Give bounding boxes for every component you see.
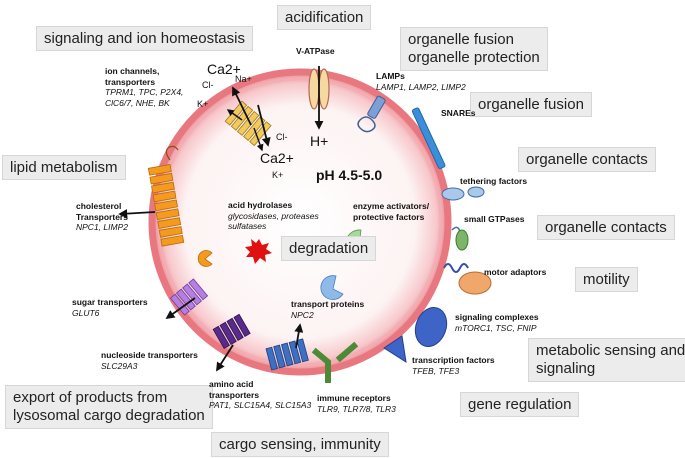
label-snares: SNAREs	[441, 108, 476, 118]
category-organelle-fusion: organelle fusion	[470, 92, 592, 117]
label-nucleoside-title: nucleoside transporters	[101, 350, 198, 360]
category-cargo-sensing-immunity: cargo sensing, immunity	[211, 432, 389, 457]
label-nucleoside-transporters: nucleoside transporters SLC29A3	[101, 350, 198, 371]
label-amino-acid-title-2: transporters	[209, 389, 260, 400]
ion-channel-icon	[224, 86, 272, 152]
lamp-icon	[357, 95, 386, 133]
label-acid-hydrolases-examples-1: glycosidases, proteases	[228, 210, 319, 221]
motor-adaptor-icon	[443, 263, 492, 295]
label-sugar-examples: GLUT6	[72, 307, 100, 318]
label-ion-channels-title-1: ion channels,	[105, 66, 160, 76]
cholesterol-transporter-icon	[118, 145, 213, 267]
ion-cl-right: Cl-	[276, 132, 288, 142]
label-lamps: LAMPs LAMP1, LAMP2, LIMP2	[376, 71, 466, 92]
category-gene-regulation: gene regulation	[460, 392, 580, 417]
tethering-factor-icon	[441, 186, 485, 201]
category-organelle-contacts-2: organelle contacts	[537, 215, 675, 240]
category-motility: motility	[575, 267, 638, 292]
sugar-transporter-icon	[165, 278, 209, 320]
transcription-factor-icon	[383, 335, 407, 364]
label-transcription-factors-title: transcription factors	[412, 355, 495, 365]
label-transport-proteins-title: transport proteins	[291, 299, 365, 309]
v-atpase-icon	[308, 66, 330, 130]
category-export-line2: lysosomal cargo degradation	[13, 407, 205, 424]
category-degradation: degradation	[281, 236, 377, 261]
category-fusion-line2: organelle protection	[408, 49, 540, 66]
label-amino-acid-transporters: amino acid transporters PAT1, SLC15A4, S…	[209, 379, 311, 411]
label-immune-receptors: immune receptors TLR9, TLR7/8, TLR3	[317, 393, 396, 414]
ion-na-top: Na+	[235, 74, 252, 84]
label-small-gtpases: small GTPases	[464, 214, 525, 224]
category-export-products: export of products from lysosomal cargo …	[5, 385, 213, 429]
category-lipid-metabolism: lipid metabolism	[2, 155, 126, 180]
label-cholesterol-examples: NPC1, LIMP2	[76, 222, 128, 232]
immune-receptor-icon	[311, 341, 359, 383]
category-metabolic-line1: metabolic sensing and	[536, 342, 685, 359]
label-signaling-complexes: signaling complexes mTORC1, TSC, FNIP	[455, 312, 539, 333]
label-enzyme-activators-title-2: protective factors	[353, 211, 425, 222]
label-lamps-title: LAMPs	[376, 71, 405, 81]
lysosome-lumen	[152, 72, 448, 372]
label-amino-acid-examples: PAT1, SLC15A4, SLC15A3	[209, 400, 312, 410]
category-acidification: acidification	[277, 5, 372, 30]
label-enzyme-activators: enzyme activators/ protective factors	[353, 201, 429, 222]
category-fusion-line1: organelle fusion	[408, 31, 514, 48]
ion-ca-top: Ca2+	[207, 61, 241, 77]
label-transcription-factors: transcription factors TFEB, TFE3	[412, 355, 495, 376]
ion-cl-left: Cl-	[202, 80, 214, 90]
label-cholesterol-title-1: cholesterol	[76, 201, 122, 211]
label-nucleoside-examples: SLC29A3	[101, 360, 138, 371]
category-organelle-contacts-1: organelle contacts	[518, 147, 656, 172]
label-immune-receptors-title: immune receptors	[317, 393, 391, 403]
small-gtpase-icon	[451, 226, 469, 251]
category-signaling-ion-homeostasis: signaling and ion homeostasis	[36, 26, 253, 51]
category-metabolic-sensing: metabolic sensing and signaling	[528, 338, 685, 382]
label-signaling-complexes-examples: mTORC1, TSC, FNIP	[455, 322, 537, 333]
ion-h: H+	[310, 133, 329, 149]
label-transport-proteins: transport proteins NPC2	[291, 299, 364, 320]
label-sugar-title: sugar transporters	[72, 297, 148, 307]
label-ion-channels-title-2: transporters	[105, 76, 156, 87]
label-acid-hydrolases-title: acid hydrolases	[228, 200, 293, 210]
ion-k-right: K+	[272, 170, 284, 180]
label-amino-acid-title-1: amino acid	[209, 379, 254, 389]
label-acid-hydrolases-examples-2: sulfatases	[228, 221, 267, 231]
label-lamps-examples: LAMP1, LAMP2, LIMP2	[376, 81, 466, 92]
acid-hydrolase-icon	[245, 239, 272, 264]
category-organelle-fusion-protection: organelle fusion organelle protection	[400, 27, 548, 71]
category-export-line1: export of products from	[13, 389, 168, 406]
label-immune-receptors-examples: TLR9, TLR7/8, TLR3	[317, 403, 396, 414]
label-signaling-complexes-title: signaling complexes	[455, 312, 539, 322]
label-transport-proteins-examples: NPC2	[291, 309, 314, 320]
label-transcription-factors-examples: TFEB, TFE3	[412, 365, 460, 376]
transport-protein-icon	[320, 275, 344, 300]
label-v-atpase: V-ATPase	[296, 46, 335, 56]
ion-ca-bottom: Ca2+	[260, 150, 294, 166]
label-sugar-transporters: sugar transporters GLUT6	[72, 297, 148, 318]
ion-k-left: K+	[197, 99, 209, 109]
nucleoside-transporter-icon	[212, 313, 251, 372]
label-enzyme-activators-title-1: enzyme activators/	[353, 201, 430, 211]
amino-acid-transporter-icon	[265, 323, 309, 371]
label-cholesterol-title-2: Transporters	[76, 211, 128, 222]
label-acid-hydrolases: acid hydrolases glycosidases, proteases …	[228, 200, 319, 232]
label-ion-channels-examples-2: ClC6/7, NHE, BK	[105, 97, 170, 108]
label-ion-channels: ion channels, transporters TPRM1, TPC, P…	[105, 66, 183, 108]
label-cholesterol-transporters: cholesterol Transporters NPC1, LIMP2	[76, 201, 128, 233]
label-ion-channels-examples-1: TPRM1, TPC, P2X4,	[105, 87, 184, 97]
label-motor-adaptors: motor adaptors	[484, 267, 547, 277]
signaling-complex-icon	[414, 307, 448, 347]
lysosome-membrane	[148, 68, 452, 376]
category-metabolic-line2: signaling	[536, 360, 596, 377]
snare-icon	[411, 107, 446, 170]
ph-label: pH 4.5-5.0	[316, 167, 383, 183]
label-tethering-factors: tethering factors	[460, 176, 528, 186]
